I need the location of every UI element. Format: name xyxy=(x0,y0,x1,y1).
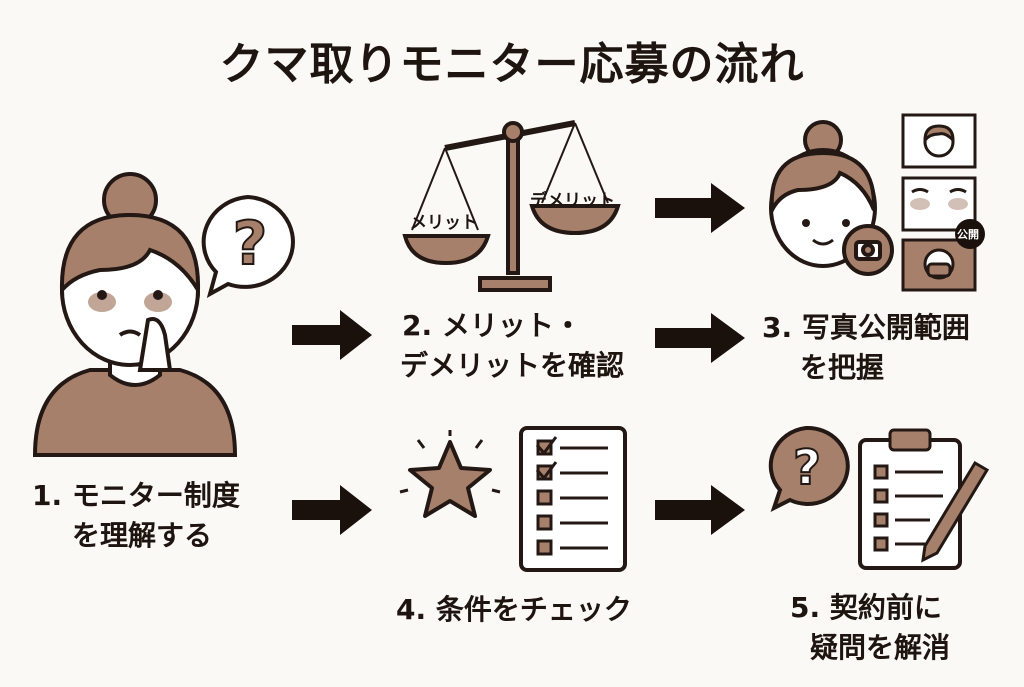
step-4-label: 4. 条件をチェック xyxy=(396,593,632,626)
step-1-label: 1. モニター制度 を理解する xyxy=(32,476,240,556)
smiling-woman-icon xyxy=(769,120,894,276)
page-title: クマ取りモニター応募の流れ xyxy=(219,39,805,90)
question-bubble-icon: ? xyxy=(768,425,850,512)
star-icon xyxy=(399,430,501,518)
clipboard-pen-icon xyxy=(858,428,990,570)
step-3-label: 3. 写真公開範囲 を把握 xyxy=(762,308,970,388)
step-2-line1: 2. メリット・ xyxy=(402,309,582,342)
step-3-line1: 3. 写真公開範囲 xyxy=(762,311,970,344)
arrow-right-icon xyxy=(655,313,745,363)
question-bubble-icon: ? xyxy=(201,194,295,299)
step-1-line1: 1. モニター制度 xyxy=(32,479,240,512)
photo-frames-icon xyxy=(901,113,985,292)
merit-label: メリット xyxy=(410,213,478,233)
step-5-label: 5. 契約前に 疑問を解消 xyxy=(790,588,950,668)
balance-scale-icon xyxy=(402,120,621,292)
worried-woman-icon xyxy=(32,172,238,457)
step-2-label: 2. メリット・ デメリットを確認 xyxy=(400,306,624,386)
svg-text:?: ? xyxy=(793,440,821,496)
arrow-right-icon xyxy=(292,485,372,535)
step-5-line1: 5. 契約前に xyxy=(790,591,942,624)
step-5-line2: 疑問を解消 xyxy=(810,631,951,664)
step-3-line2: を把握 xyxy=(800,351,885,384)
arrow-right-icon xyxy=(655,183,745,233)
demerit-label: デメリット xyxy=(530,191,615,211)
step-2-line2: デメリットを確認 xyxy=(400,349,625,382)
arrow-right-icon xyxy=(292,310,372,360)
publish-badge: 公開 xyxy=(957,228,979,241)
checklist-icon xyxy=(519,426,627,572)
svg-text:?: ? xyxy=(233,209,268,279)
arrow-right-icon xyxy=(655,485,745,535)
step-1-line2: を理解する xyxy=(72,519,213,552)
